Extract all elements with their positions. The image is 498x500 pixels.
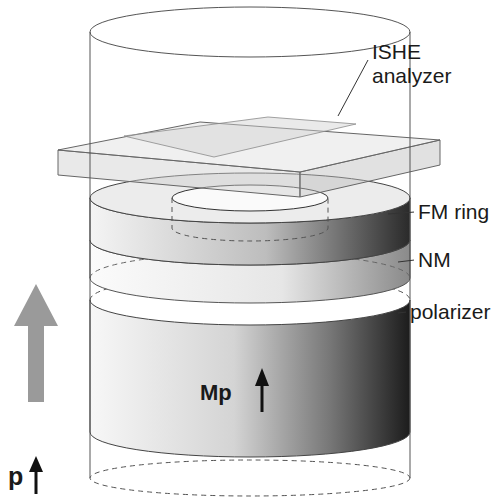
leader-line [398,260,414,262]
polarization-label: p [8,462,23,491]
leader-line [338,60,368,116]
analyzer-plate [58,117,440,197]
part-label: NM [418,248,451,272]
part-label: ISHE analyzer [372,40,472,88]
magnetization-label: Mp [200,380,232,405]
leader-line [398,312,406,314]
flow-arrow [14,284,58,402]
polarization-arrow [29,456,43,494]
part-label: FM ring [418,200,489,224]
magnetization-arrow [255,368,269,412]
leader-line [388,212,414,214]
outer-cylinder [90,7,410,496]
part-label: polarizer [410,300,491,324]
